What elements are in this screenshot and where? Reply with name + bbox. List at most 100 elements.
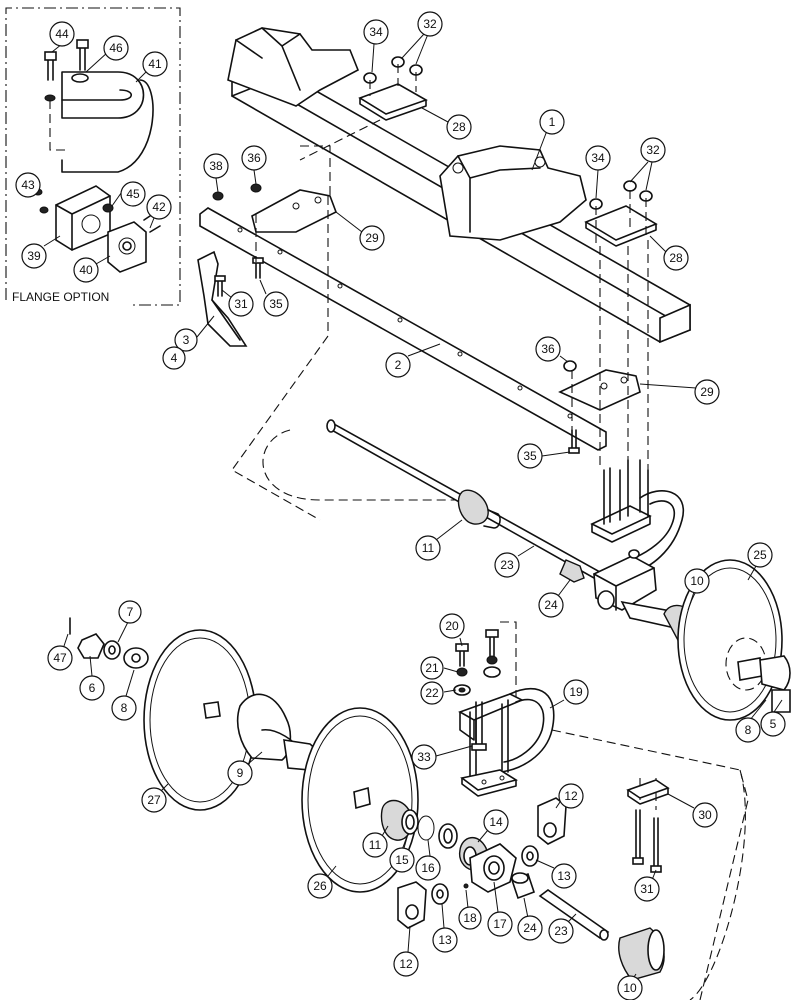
svg-text:9: 9 bbox=[237, 766, 244, 780]
callout-39: 39 bbox=[21, 243, 47, 269]
svg-text:43: 43 bbox=[21, 178, 35, 192]
callout-35-upper: 35 bbox=[263, 291, 289, 317]
flange-option-box: FLANGE OPTION bbox=[5, 7, 181, 306]
svg-text:10: 10 bbox=[623, 981, 637, 995]
svg-text:29: 29 bbox=[700, 385, 714, 399]
scraper-bar bbox=[199, 207, 607, 451]
svg-text:27: 27 bbox=[147, 793, 161, 807]
callout-36-upper: 36 bbox=[241, 145, 267, 171]
svg-text:31: 31 bbox=[234, 297, 248, 311]
shaft-assembly bbox=[326, 419, 602, 583]
svg-text:13: 13 bbox=[438, 933, 452, 947]
callout-45: 45 bbox=[120, 181, 146, 207]
callouts: 1 2 3 4 5 6 7 8 9 10 10 11 11 12 12 13 1… bbox=[15, 11, 786, 1000]
scraper bbox=[197, 250, 248, 347]
callout-11-upper: 11 bbox=[415, 535, 441, 561]
right-disc-assembly bbox=[620, 559, 791, 721]
callout-3: 3 bbox=[174, 328, 198, 352]
svg-text:31: 31 bbox=[640, 882, 654, 896]
callout-46: 46 bbox=[103, 35, 129, 61]
svg-text:17: 17 bbox=[493, 917, 507, 931]
callout-17: 17 bbox=[487, 911, 513, 937]
callout-16: 16 bbox=[415, 855, 441, 881]
svg-text:42: 42 bbox=[152, 200, 166, 214]
callout-42: 42 bbox=[146, 194, 172, 220]
callout-33: 33 bbox=[411, 744, 437, 770]
svg-text:47: 47 bbox=[53, 651, 67, 665]
svg-text:38: 38 bbox=[209, 159, 223, 173]
callout-8: 8 bbox=[111, 695, 137, 721]
callout-40: 40 bbox=[73, 257, 99, 283]
svg-text:23: 23 bbox=[554, 924, 568, 938]
flange-option-label: FLANGE OPTION bbox=[12, 290, 109, 304]
svg-text:24: 24 bbox=[523, 921, 537, 935]
svg-text:8: 8 bbox=[745, 723, 752, 737]
svg-text:7: 7 bbox=[127, 605, 134, 619]
callout-29-upper: 29 bbox=[359, 225, 385, 251]
callout-1: 1 bbox=[539, 109, 565, 135]
callout-34-upper: 34 bbox=[363, 19, 389, 45]
svg-text:41: 41 bbox=[148, 57, 162, 71]
callout-32-lower: 32 bbox=[640, 137, 666, 163]
svg-text:34: 34 bbox=[591, 151, 605, 165]
svg-text:20: 20 bbox=[445, 619, 459, 633]
svg-text:44: 44 bbox=[55, 27, 69, 41]
callout-20: 20 bbox=[439, 613, 465, 639]
svg-text:45: 45 bbox=[126, 187, 140, 201]
callout-12-lower: 12 bbox=[393, 951, 419, 977]
svg-text:11: 11 bbox=[422, 541, 435, 555]
callout-36-lower: 36 bbox=[535, 336, 561, 362]
callout-24-lower: 24 bbox=[517, 915, 543, 941]
svg-text:3: 3 bbox=[183, 333, 190, 347]
svg-text:35: 35 bbox=[523, 449, 537, 463]
svg-text:11: 11 bbox=[369, 838, 382, 852]
svg-text:30: 30 bbox=[698, 808, 712, 822]
svg-text:6: 6 bbox=[89, 681, 96, 695]
svg-text:29: 29 bbox=[365, 231, 379, 245]
callout-22: 22 bbox=[420, 681, 444, 705]
callout-25: 25 bbox=[747, 542, 773, 568]
callout-13-lower: 13 bbox=[432, 927, 458, 953]
callout-14: 14 bbox=[483, 809, 509, 835]
svg-text:12: 12 bbox=[564, 789, 578, 803]
callout-30: 30 bbox=[692, 802, 718, 828]
svg-text:13: 13 bbox=[557, 869, 571, 883]
callout-13-upper: 13 bbox=[551, 863, 577, 889]
svg-text:5: 5 bbox=[770, 717, 777, 731]
left-hardware bbox=[69, 617, 149, 669]
callout-35-lower: 35 bbox=[517, 443, 543, 469]
svg-text:26: 26 bbox=[313, 879, 327, 893]
svg-text:32: 32 bbox=[423, 17, 437, 31]
callout-10-lower: 10 bbox=[617, 975, 643, 1000]
left-disc-assembly bbox=[143, 629, 419, 893]
callout-24-upper: 24 bbox=[538, 592, 564, 618]
svg-text:39: 39 bbox=[27, 249, 41, 263]
svg-text:40: 40 bbox=[79, 263, 93, 277]
svg-text:2: 2 bbox=[395, 358, 402, 372]
callout-12-upper: 12 bbox=[558, 783, 584, 809]
callout-4: 4 bbox=[162, 346, 186, 370]
callout-2: 2 bbox=[385, 352, 411, 378]
svg-text:19: 19 bbox=[569, 685, 583, 699]
callout-27: 27 bbox=[141, 787, 167, 813]
callout-28-lower: 28 bbox=[663, 245, 689, 271]
bearing-hanger bbox=[590, 459, 685, 611]
svg-text:28: 28 bbox=[669, 251, 683, 265]
svg-text:46: 46 bbox=[109, 41, 123, 55]
svg-text:25: 25 bbox=[753, 548, 767, 562]
svg-text:23: 23 bbox=[500, 558, 514, 572]
svg-text:4: 4 bbox=[171, 351, 178, 365]
callout-18: 18 bbox=[458, 906, 482, 930]
svg-text:8: 8 bbox=[121, 701, 128, 715]
svg-text:21: 21 bbox=[425, 661, 439, 675]
callout-47: 47 bbox=[47, 645, 73, 671]
svg-text:33: 33 bbox=[417, 750, 431, 764]
svg-text:35: 35 bbox=[269, 297, 283, 311]
callout-29-lower: 29 bbox=[694, 379, 720, 405]
callout-23-upper: 23 bbox=[494, 552, 520, 578]
svg-text:28: 28 bbox=[452, 120, 466, 134]
svg-text:16: 16 bbox=[421, 861, 435, 875]
svg-text:15: 15 bbox=[395, 853, 409, 867]
callout-11-lower: 11 bbox=[362, 832, 388, 858]
